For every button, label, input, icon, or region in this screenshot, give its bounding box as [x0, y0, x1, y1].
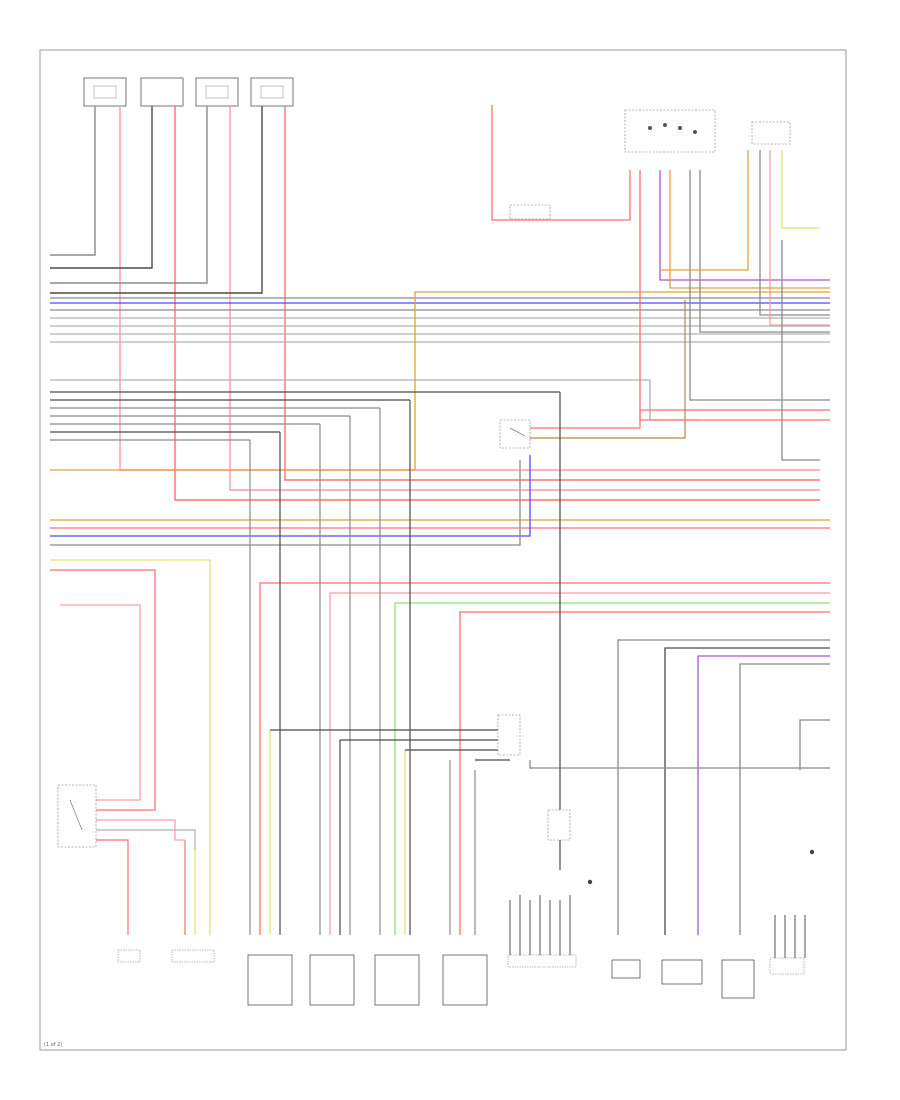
top-sensor-1	[83, 77, 127, 107]
relay-right	[751, 121, 791, 145]
bottom-connector-2	[171, 949, 215, 963]
bottom-connector-3	[247, 954, 293, 1006]
middle-harness	[50, 379, 830, 935]
upper-harness	[50, 291, 830, 470]
bottom-connector-1	[117, 949, 141, 963]
bottom-connector-8	[611, 959, 641, 979]
bottom-connector-9	[661, 959, 703, 985]
center-relay	[497, 714, 815, 885]
ignition-switch	[624, 109, 716, 153]
bottom-connector-6	[442, 954, 488, 1006]
top-sensor-3	[195, 77, 239, 107]
top-sensor-group	[83, 77, 294, 107]
relay-component	[499, 300, 830, 449]
bottom-connector-5	[374, 954, 420, 1006]
bottom-connector-10	[721, 959, 755, 999]
left-bottom-component	[57, 784, 97, 848]
bottom-connector-11	[769, 957, 805, 975]
bottom-connectors	[117, 949, 805, 1006]
top-sensor-4	[250, 77, 294, 107]
bottom-connector-7	[507, 954, 577, 968]
diagram-border	[39, 49, 847, 1051]
lower-harness	[259, 582, 830, 935]
connector-pins	[509, 895, 806, 958]
top-right-components	[491, 105, 830, 461]
fuse-block	[509, 204, 551, 220]
top-sensor-2	[140, 77, 184, 107]
bottom-connector-4	[309, 954, 355, 1006]
footer-label: (1 of 2)	[44, 1042, 62, 1048]
bottom-drops	[95, 392, 561, 935]
